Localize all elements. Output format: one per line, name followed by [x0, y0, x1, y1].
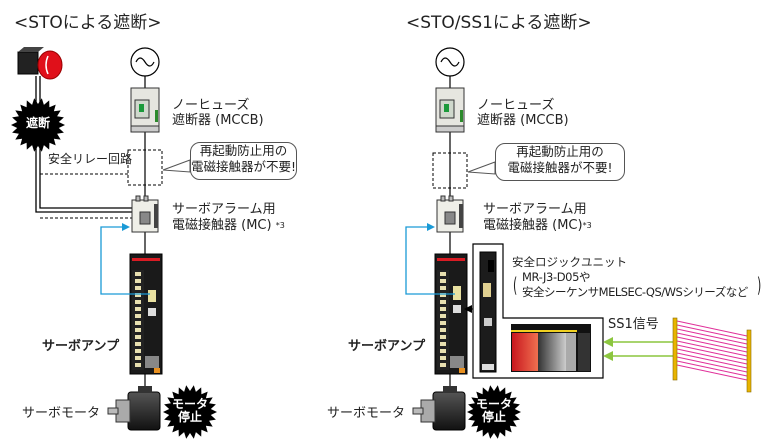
mc-label-text: 電磁接触器 (MC) [172, 218, 272, 233]
callout-line1: 再起動防止用の [199, 143, 288, 158]
callout-bubble: 再起動防止用の 電磁接触器が不要! [190, 142, 297, 180]
mc-label-line1: サーボアラーム用 [483, 202, 587, 217]
terminal-pin [135, 342, 141, 346]
mccb-label-line1: ノーヒューズ [477, 98, 555, 113]
safety-relay-label: 安全リレー回路 [48, 152, 133, 166]
light-curtain-icon [672, 317, 752, 393]
servo-motor-icon [107, 386, 161, 431]
ss1-signal-label: SS1信号 [608, 317, 659, 332]
mc-label-line2: 電磁接触器 (MC) *3 [172, 218, 285, 233]
servo-motor-label: サーボモータ [22, 406, 101, 421]
safety-plc-icon [511, 324, 591, 372]
terminal-pin [440, 349, 446, 353]
terminal-pin [440, 300, 446, 304]
light-beam [676, 344, 748, 361]
terminal-pin [135, 356, 141, 360]
ac-source-icon [130, 47, 160, 77]
terminal-pin [440, 356, 446, 360]
mc-label-line2: 電磁接触器 (MC)*3 [483, 218, 592, 233]
mccb-icon [435, 87, 465, 133]
light-beam [676, 364, 748, 381]
safety-logic-unit-icon [479, 251, 497, 373]
ac-source-icon [435, 47, 465, 77]
left-diagram-graphics [11, 47, 217, 439]
safety-unit-title: 安全ロジックユニット [512, 255, 627, 269]
callout-line1: 再起動防止用の [516, 144, 604, 159]
mccb-icon [130, 87, 160, 133]
light-beam [676, 324, 748, 341]
servo-amp-label: サーボアンプ [348, 339, 426, 354]
servo-amp-icon [434, 253, 468, 375]
motor-stop-line2: 停止 [481, 410, 506, 424]
light-beam [676, 336, 748, 353]
mccb-label-line2: 遮断器 (MCCB) [477, 113, 569, 128]
motor-stop-line1: モータ [172, 397, 209, 411]
terminal-pin [135, 272, 141, 276]
terminal-pin [135, 321, 141, 325]
mccb-label-line2: 遮断器 (MCCB) [172, 113, 264, 128]
motor-stop-label: モータ 停止 [172, 398, 208, 424]
mc-label-line1: サーボアラーム用 [172, 202, 276, 217]
callout-bubble: 再起動防止用の 電磁接触器が不要! [495, 143, 625, 181]
terminal-pin [135, 314, 141, 318]
cutoff-badge-label: 遮断 [25, 116, 50, 130]
paren-right: ) [757, 273, 762, 297]
terminal-pin [135, 279, 141, 283]
servo-motor-label: サーボモータ [327, 406, 406, 421]
servo-amp-label: サーボアンプ [42, 339, 120, 354]
paren-left: ( [513, 273, 518, 297]
light-beam [676, 348, 748, 365]
terminal-pin [440, 279, 446, 283]
terminal-pin [135, 335, 141, 339]
terminal-pin [135, 293, 141, 297]
contactor-icon [436, 195, 464, 233]
light-beam [676, 356, 748, 373]
right-diagram-graphics [405, 47, 752, 439]
callout-line2: 電磁接触器が不要! [507, 160, 613, 175]
terminal-pin [135, 286, 141, 290]
terminal-pin [440, 307, 446, 311]
light-beam [676, 328, 748, 345]
light-beam [676, 340, 748, 357]
terminal-pin [135, 307, 141, 311]
mccb-label-line1: ノーヒューズ [172, 98, 250, 113]
left-diagram-title: <STOによる遮断> [14, 13, 162, 33]
motor-stop-line2: 停止 [177, 410, 202, 424]
terminal-pin [440, 342, 446, 346]
emergency-stop-icon [17, 47, 63, 80]
motor-stop-label: モータ 停止 [476, 398, 512, 424]
mc-footnote: *3 [582, 221, 592, 230]
terminal-pin [440, 314, 446, 318]
light-beam [676, 360, 748, 377]
motor-stop-burst-icon [163, 385, 217, 439]
terminal-pin [135, 363, 141, 367]
motor-stop-burst-icon [467, 385, 521, 439]
mc-footnote: *3 [275, 221, 285, 230]
terminal-pin [440, 363, 446, 367]
light-beam [676, 352, 748, 369]
terminal-pin [440, 328, 446, 332]
terminal-pin [135, 349, 141, 353]
right-diagram-title: <STO/SS1による遮断> [406, 13, 592, 33]
safety-unit-line1: MR-J3-D05や [522, 270, 591, 284]
terminal-pin [135, 300, 141, 304]
terminal-pin [440, 272, 446, 276]
terminal-pin [440, 321, 446, 325]
servo-amp-icon [129, 253, 163, 375]
servo-motor-icon [412, 386, 466, 431]
terminal-pin [440, 335, 446, 339]
motor-stop-line1: モータ [476, 397, 513, 411]
terminal-pin [440, 293, 446, 297]
cutoff-burst-icon [11, 98, 65, 152]
contactor-icon [131, 195, 159, 233]
light-beam [676, 332, 748, 349]
terminal-pin [440, 286, 446, 290]
light-beam [676, 320, 748, 337]
mc-label-text: 電磁接触器 (MC) [483, 218, 583, 233]
terminal-pin [135, 328, 141, 332]
safety-unit-line2: 安全シーケンサMELSEC-QS/WSシリーズなど [522, 285, 748, 299]
callout-line2: 電磁接触器が不要! [191, 159, 297, 174]
